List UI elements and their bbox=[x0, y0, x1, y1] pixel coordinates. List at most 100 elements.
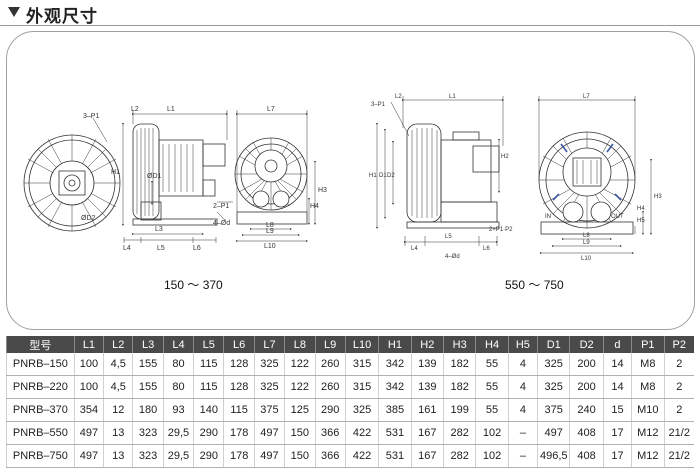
column-header: L7 bbox=[253, 336, 285, 353]
value-cell: 80 bbox=[162, 375, 194, 399]
value-cell: 366 bbox=[314, 444, 346, 468]
label-d1: ØD1 bbox=[147, 173, 162, 180]
column-header: D2 bbox=[569, 336, 604, 353]
column-header: L5 bbox=[193, 336, 224, 353]
value-cell: 315 bbox=[344, 353, 379, 376]
column-header: D1 bbox=[537, 336, 570, 353]
column-header: d bbox=[602, 336, 632, 353]
technical-drawings: 3–P1 ØD2 bbox=[23, 94, 662, 262]
value-cell: 122 bbox=[284, 353, 315, 376]
label-large-l5: L5 bbox=[445, 234, 452, 240]
column-header: H1 bbox=[378, 336, 412, 353]
column-header: L4 bbox=[162, 336, 194, 353]
label-large-3-p1: 3–P1 bbox=[371, 102, 386, 108]
label-large-d2: D2 bbox=[387, 173, 395, 179]
value-cell: 282 bbox=[442, 421, 476, 445]
value-cell: 80 bbox=[162, 353, 194, 376]
value-cell: 4 bbox=[507, 353, 538, 376]
value-cell: 180 bbox=[132, 398, 164, 422]
value-cell: M12 bbox=[631, 421, 664, 445]
label-large-l7: L7 bbox=[583, 94, 590, 100]
small-rear-labels: L7 L8 L9 L10 H3 H4 bbox=[264, 106, 327, 250]
value-cell: 200 bbox=[569, 375, 604, 399]
value-cell: 102 bbox=[475, 444, 509, 468]
value-cell: 178 bbox=[223, 444, 255, 468]
value-cell: 531 bbox=[378, 444, 412, 468]
label-l3: L3 bbox=[155, 226, 163, 233]
label-large-l4: L4 bbox=[411, 246, 418, 252]
value-cell: 4,5 bbox=[103, 375, 133, 399]
value-cell: 531 bbox=[378, 421, 412, 445]
large-side-labels: L1 L2 3–P1 H1 D1 D2 H2 L4 L5 L6 2×P1·P2 … bbox=[369, 94, 513, 260]
value-cell: 13 bbox=[103, 444, 133, 468]
value-cell: – bbox=[507, 444, 538, 468]
value-cell: 323 bbox=[132, 444, 164, 468]
value-cell: 354 bbox=[73, 398, 104, 422]
value-cell: 325 bbox=[537, 353, 570, 376]
small-side-labels: L1 L2 H1 ØD1 L3 L4 L5 L6 2–P1 4–Ød bbox=[111, 106, 230, 252]
value-cell: 125 bbox=[284, 398, 315, 422]
value-cell: M8 bbox=[631, 353, 664, 376]
column-header: P2 bbox=[663, 336, 694, 353]
value-cell: 100 bbox=[73, 375, 104, 399]
value-cell: 167 bbox=[410, 421, 444, 445]
model-cell: PNRB–750 bbox=[6, 444, 75, 468]
triangle-bullet-icon bbox=[8, 7, 20, 17]
value-cell: 497 bbox=[73, 444, 104, 468]
value-cell: 161 bbox=[410, 398, 444, 422]
small-front-view bbox=[23, 134, 121, 232]
value-cell: 200 bbox=[569, 353, 604, 376]
label-large-h3: H3 bbox=[654, 194, 662, 200]
value-cell: 2 bbox=[663, 398, 694, 422]
label-large-2-p1-p2: 2×P1·P2 bbox=[489, 227, 513, 233]
caption-large: 550 ～ 750 bbox=[505, 278, 564, 292]
caption-small: 150 ～ 370 bbox=[164, 278, 223, 292]
value-cell: 375 bbox=[253, 398, 285, 422]
value-cell: 178 bbox=[223, 421, 255, 445]
label-h4: H4 bbox=[310, 203, 319, 210]
value-cell: 21/2 bbox=[663, 421, 694, 445]
label-h1: H1 bbox=[111, 169, 120, 176]
label-large-l10: L10 bbox=[581, 256, 592, 262]
section-header: 外观尺寸 bbox=[0, 0, 700, 26]
model-cell: PNRB–150 bbox=[6, 353, 75, 376]
value-cell: 2 bbox=[663, 353, 694, 376]
value-cell: M10 bbox=[631, 398, 664, 422]
value-cell: 115 bbox=[223, 398, 255, 422]
label-2-p1: 2–P1 bbox=[213, 203, 229, 210]
value-cell: 12 bbox=[103, 398, 133, 422]
drawing-panel: 3–P1 ØD2 bbox=[6, 31, 695, 330]
label-l5: L5 bbox=[157, 245, 165, 252]
label-l6: L6 bbox=[193, 245, 201, 252]
value-cell: 282 bbox=[442, 444, 476, 468]
value-cell: 182 bbox=[442, 353, 476, 376]
column-header: L1 bbox=[73, 336, 104, 353]
value-cell: 167 bbox=[410, 444, 444, 468]
value-cell: 375 bbox=[537, 398, 570, 422]
value-cell: 122 bbox=[284, 375, 315, 399]
small-side-dims bbox=[122, 110, 233, 243]
value-cell: 100 bbox=[73, 353, 104, 376]
value-cell: 15 bbox=[602, 398, 632, 422]
model-cell: PNRB–370 bbox=[6, 398, 75, 422]
column-header: P1 bbox=[631, 336, 664, 353]
label-4-d: 4–Ød bbox=[213, 220, 230, 227]
label-large-d1: D1 bbox=[379, 173, 387, 179]
value-cell: – bbox=[507, 421, 538, 445]
value-cell: 422 bbox=[344, 421, 379, 445]
value-cell: 14 bbox=[602, 375, 632, 399]
label-large-h4: H4 bbox=[637, 206, 645, 212]
column-header: L10 bbox=[344, 336, 379, 353]
label-l7: L7 bbox=[267, 106, 275, 113]
value-cell: 240 bbox=[569, 398, 604, 422]
value-cell: 128 bbox=[223, 375, 255, 399]
value-cell: 325 bbox=[253, 353, 285, 376]
label-large-l9: L9 bbox=[583, 240, 590, 246]
value-cell: 290 bbox=[314, 398, 346, 422]
label-large-l8: L8 bbox=[583, 233, 590, 239]
